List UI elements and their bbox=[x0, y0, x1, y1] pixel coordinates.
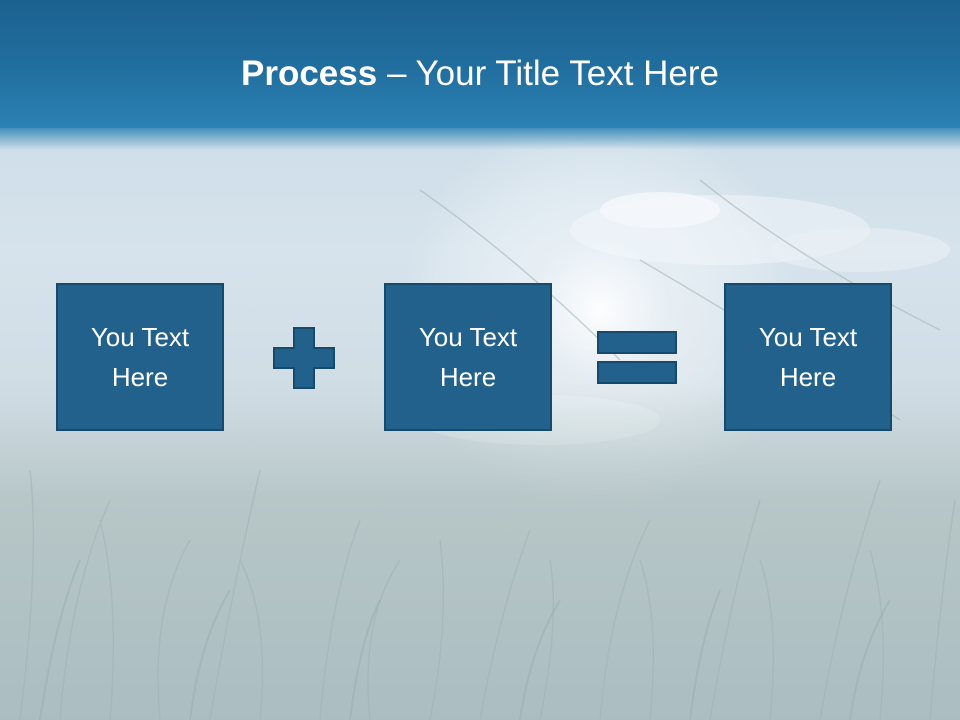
slide-title: Process – Your Title Text Here bbox=[0, 52, 960, 96]
plus-icon bbox=[273, 327, 335, 389]
process-box-3[interactable]: You Text Here bbox=[724, 283, 892, 431]
process-box-3-text: You Text Here bbox=[758, 322, 858, 392]
process-box-1[interactable]: You Text Here bbox=[56, 283, 224, 431]
title-bar bbox=[0, 0, 960, 150]
equals-icon bbox=[597, 331, 677, 384]
process-box-2[interactable]: You Text Here bbox=[384, 283, 552, 431]
title-rest: – Your Title Text Here bbox=[377, 54, 719, 93]
process-box-2-text: You Text Here bbox=[418, 322, 518, 392]
title-bold: Process bbox=[241, 54, 378, 93]
process-box-1-text: You Text Here bbox=[90, 322, 190, 392]
